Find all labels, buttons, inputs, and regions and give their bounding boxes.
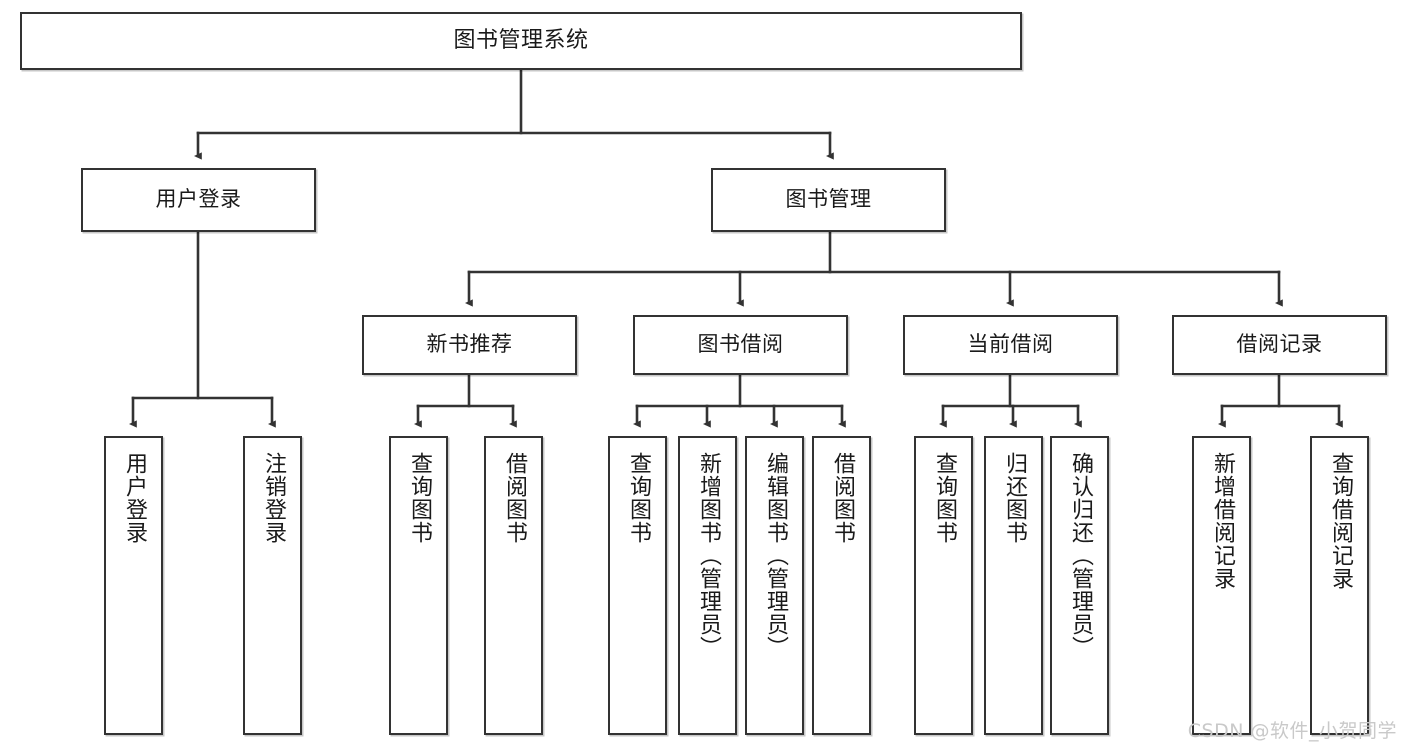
node-leaf-borrow-lend[interactable]: 借阅图书 <box>812 436 871 735</box>
node-leaf-current-return[interactable]: 归还图书 <box>984 436 1043 735</box>
node-leaf-record-add-label: 新增借阅记录 <box>1209 452 1235 590</box>
node-leaf-user-login[interactable]: 用户登录 <box>104 436 163 735</box>
node-leaf-user-logout-label: 注销登录 <box>260 452 286 544</box>
node-leaf-record-query[interactable]: 查询借阅记录 <box>1310 436 1369 735</box>
node-leaf-record-query-label: 查询借阅记录 <box>1327 452 1353 590</box>
node-root-label: 图书管理系统 <box>453 27 589 53</box>
node-leaf-current-query-label: 查询图书 <box>931 452 957 544</box>
node-leaf-borrow-edit[interactable]: 编辑图书（管理员） <box>745 436 804 735</box>
node-leaf-borrow-query[interactable]: 查询图书 <box>608 436 667 735</box>
node-leaf-current-return-label: 归还图书 <box>1001 452 1027 544</box>
node-borrow-record[interactable]: 借阅记录 <box>1172 315 1387 375</box>
node-leaf-current-query[interactable]: 查询图书 <box>914 436 973 735</box>
node-leaf-borrow-add[interactable]: 新增图书（管理员） <box>678 436 737 735</box>
node-leaf-rec-query-label: 查询图书 <box>406 452 432 544</box>
node-book-borrow[interactable]: 图书借阅 <box>633 315 848 375</box>
node-current-borrow-label: 当前借阅 <box>967 332 1054 357</box>
node-new-book-rec-label: 新书推荐 <box>426 332 513 357</box>
node-current-borrow[interactable]: 当前借阅 <box>903 315 1118 375</box>
node-leaf-rec-borrow-label: 借阅图书 <box>501 452 527 544</box>
node-borrow-record-label: 借阅记录 <box>1236 332 1323 357</box>
node-leaf-user-logout[interactable]: 注销登录 <box>243 436 302 735</box>
node-leaf-current-confirm[interactable]: 确认归还（管理员） <box>1050 436 1109 735</box>
node-book-manage-label: 图书管理 <box>785 187 872 212</box>
node-leaf-borrow-lend-label: 借阅图书 <box>829 452 855 544</box>
node-leaf-borrow-query-label: 查询图书 <box>625 452 651 544</box>
node-leaf-record-add[interactable]: 新增借阅记录 <box>1192 436 1251 735</box>
node-leaf-borrow-add-label: 新增图书（管理员） <box>695 452 721 659</box>
node-root[interactable]: 图书管理系统 <box>20 12 1022 70</box>
watermark-text: CSDN @软件_小贺同学 <box>1187 720 1397 742</box>
node-leaf-user-login-label: 用户登录 <box>121 452 147 544</box>
node-new-book-rec[interactable]: 新书推荐 <box>362 315 577 375</box>
node-user-login[interactable]: 用户登录 <box>81 168 316 232</box>
node-book-borrow-label: 图书借阅 <box>697 332 784 357</box>
node-user-login-label: 用户登录 <box>155 187 242 212</box>
node-leaf-borrow-edit-label: 编辑图书（管理员） <box>762 452 788 659</box>
node-leaf-rec-query[interactable]: 查询图书 <box>389 436 448 735</box>
node-leaf-current-confirm-label: 确认归还（管理员） <box>1067 452 1093 659</box>
node-book-manage[interactable]: 图书管理 <box>711 168 946 232</box>
node-leaf-rec-borrow[interactable]: 借阅图书 <box>484 436 543 735</box>
